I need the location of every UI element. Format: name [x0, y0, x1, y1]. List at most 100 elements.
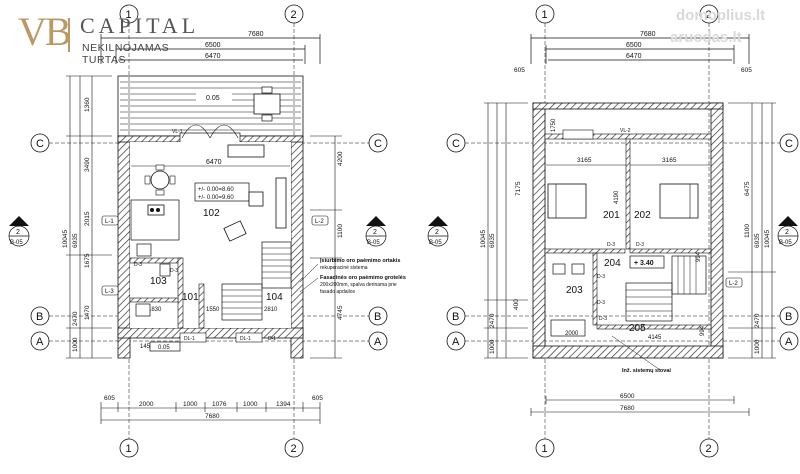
- axis-a-left: A: [36, 336, 44, 348]
- dim-bottom-605a: 605: [104, 395, 115, 402]
- dim-2810: 2810: [264, 307, 278, 313]
- dim-left-1470: 1470: [84, 305, 91, 320]
- uf-dim-right-1000: 1000: [754, 339, 761, 354]
- dim-bottom-605b: 605: [312, 395, 323, 402]
- axis-1-top: 1: [126, 9, 132, 21]
- door-d3-a: D-3: [170, 268, 178, 274]
- uf-room-205: 205: [629, 323, 646, 334]
- wall-l2: L-2: [315, 219, 324, 225]
- uf-note: Inž. sistemų stovai: [622, 368, 671, 374]
- uf-dim-2000: 2000: [565, 331, 579, 337]
- uf-section-ref-l: B-05: [429, 240, 442, 246]
- uf-dim-left-10045: 10045: [480, 230, 487, 248]
- logo-subtitle: NEKILNOJAMAS TURTAS: [82, 42, 170, 66]
- dim-bottom-1394: 1394: [276, 401, 291, 408]
- note-vent-2: rekuperacinė sistema: [320, 265, 368, 271]
- company-logo: VB CAPITAL NEKILNOJAMAS TURTAS: [18, 9, 200, 67]
- logo-name: CAPITAL: [80, 13, 200, 38]
- uf-dim-605-right: 605: [741, 67, 752, 74]
- watermark-domoplius: domoplius.lt: [676, 7, 766, 24]
- dim-bottom-1076: 1076: [212, 401, 227, 408]
- room-104: 104: [266, 292, 283, 303]
- uf-axis-c-right: C: [785, 138, 793, 150]
- axis-b-right: B: [374, 311, 381, 323]
- uf-level: + 3.40: [634, 260, 654, 267]
- dim-right-4200: 4200: [337, 151, 344, 166]
- axis-1-bottom: 1: [126, 443, 132, 455]
- uf-axis-c-left: C: [452, 138, 460, 150]
- wall-l3: L-3: [105, 289, 114, 295]
- uf-dim-right-6475: 6475: [744, 181, 751, 196]
- dim-left-10045: 10045: [62, 230, 69, 248]
- uf-dim-right-10045: 10045: [764, 230, 771, 248]
- uf-section-ref-r: B-05: [779, 240, 792, 246]
- uf-dim-3165b: 3165: [662, 157, 677, 164]
- uf-window-vl2: VL-2: [620, 128, 631, 134]
- uf-dim-top-7680: 7680: [640, 31, 656, 38]
- uf-wall-l2: L-2: [729, 281, 738, 287]
- uf-door-1: D-3: [607, 242, 615, 248]
- uf-dim-1750: 1750: [551, 118, 557, 132]
- uf-dim-left-1000: 1000: [489, 339, 496, 354]
- window-dl1-a: DL-1: [184, 336, 195, 342]
- uf-dim-left-6935: 6935: [489, 233, 496, 248]
- uf-axis-1-top: 1: [542, 9, 548, 21]
- uf-dim-605-left: 605: [514, 67, 525, 74]
- uf-door-4: D-3: [597, 300, 605, 306]
- note-vent-3: Fasadinės oro paėmimo grotelės: [320, 275, 406, 281]
- uf-door-5: D-3: [599, 316, 607, 322]
- axis-c-left: C: [36, 138, 44, 150]
- uf-axis-b-left: B: [452, 311, 459, 323]
- level-ground-1: +/- 0.00=8.60: [198, 187, 234, 193]
- dim-1550: 1550: [206, 307, 220, 313]
- dim-right-1100: 1100: [337, 224, 344, 238]
- room-102: 102: [203, 208, 220, 219]
- uf-dim-bottom-6500: 6500: [620, 393, 635, 400]
- uf-dim-right-6935: 6935: [754, 233, 761, 248]
- uf-dim-bottom-7680: 7680: [620, 405, 635, 412]
- dim-left-6935: 6935: [72, 233, 79, 248]
- dim-inner-6470: 6470: [206, 159, 222, 166]
- uf-dim-994b: 994: [700, 325, 706, 336]
- wall-l1: L-1: [105, 219, 114, 225]
- uf-dim-top-6470: 6470: [626, 53, 642, 60]
- dim-top-7680: 7680: [248, 31, 264, 38]
- room-101: 101: [182, 292, 199, 303]
- dim-left-2470: 2470: [72, 311, 79, 326]
- uf-section-num-r: 2: [785, 229, 789, 236]
- door-d3-b: D-3: [134, 262, 142, 268]
- uf-room-204: 204: [604, 258, 621, 269]
- room-103: 103: [150, 276, 167, 287]
- dim-1830: 1830: [148, 307, 162, 313]
- note-vent-5: fasado apdailos: [320, 289, 356, 295]
- upper-floor-plan: 7680 6500 6470 605 605 1 2 1 2 C C B B A…: [427, 4, 799, 458]
- logo-mark: VB: [18, 9, 72, 54]
- axis-2-top: 2: [291, 9, 297, 21]
- uf-dim-994a: 994: [696, 251, 702, 262]
- uf-dim-right-1100: 1100: [744, 224, 751, 238]
- logo-divider: [68, 18, 70, 52]
- axis-b-left: B: [36, 311, 43, 323]
- dim-1450: 1450: [140, 344, 154, 350]
- uf-room-202: 202: [634, 210, 651, 221]
- dim-top-6470: 6470: [205, 53, 221, 60]
- section-num-gr: 2: [373, 229, 377, 236]
- uf-dim-left-7175: 7175: [515, 181, 522, 196]
- terrace-level: 0.05: [206, 95, 220, 102]
- uf-dim-4190: 4190: [614, 190, 620, 204]
- axis-c-right: C: [374, 138, 382, 150]
- dim-right-4745: 4745: [337, 305, 344, 320]
- uf-dim-left-400: 400: [513, 299, 520, 310]
- watermark-aruodas: aruodas.lt: [670, 29, 742, 46]
- uf-section-num-l: 2: [435, 229, 439, 236]
- uf-axis-2-bottom: 2: [706, 443, 712, 455]
- uf-door-2: D-3: [636, 242, 644, 248]
- uf-door-3: D-3: [597, 274, 605, 280]
- note-vent-4: 200x200mm, spalva derinama prie: [320, 282, 397, 288]
- uf-axis-b-right: B: [785, 311, 792, 323]
- window-vl1: VL-1: [172, 129, 183, 135]
- door-d1: D-1: [268, 336, 276, 342]
- ground-floor-plan: 7680 6500 6470 1 2 1 2 C C B: [8, 4, 406, 458]
- dim-top-6500: 6500: [205, 42, 221, 49]
- dim-bottom-1000a: 1000: [183, 401, 198, 408]
